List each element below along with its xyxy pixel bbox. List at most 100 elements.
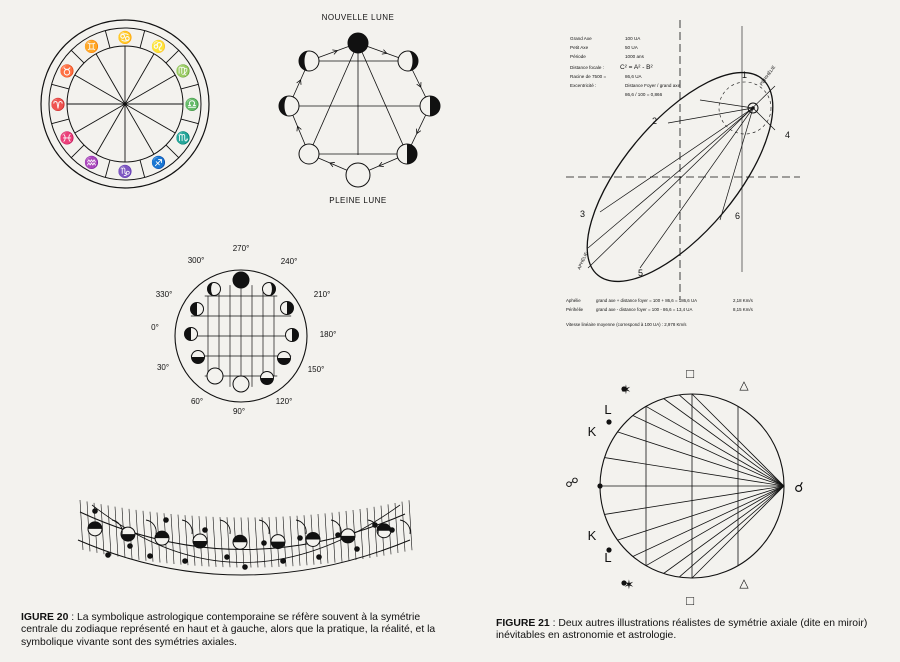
orbit-point-label: 1 bbox=[742, 70, 747, 80]
zodiac-band-divider bbox=[165, 144, 180, 159]
zodiac-band-divider bbox=[180, 83, 199, 90]
zodiac-sign: ♒ bbox=[84, 156, 99, 170]
orbit-table-name: Périhélie bbox=[566, 307, 584, 312]
moon-full bbox=[298, 143, 320, 165]
arc-tick bbox=[296, 515, 301, 566]
arc-half-ring bbox=[181, 519, 193, 535]
aspect-line bbox=[663, 485, 785, 574]
moon-cycle-arrow bbox=[329, 162, 335, 168]
arc-half-ring bbox=[258, 519, 270, 535]
moon-phase-icon bbox=[192, 533, 208, 549]
moon-phase-icon bbox=[340, 528, 356, 544]
orbit-table-speed: 8,15 Km/s bbox=[733, 307, 754, 312]
trine-symbol-bottom: △ bbox=[739, 576, 749, 590]
orbit-param-value: 1000 ans bbox=[625, 54, 645, 59]
orbit-radius bbox=[667, 107, 754, 124]
moon-phase-icon bbox=[298, 50, 320, 72]
arc-tick bbox=[226, 517, 231, 568]
orbit-param-value: Distance Foyer / grand axe bbox=[625, 83, 681, 88]
zodiac-band-divider bbox=[104, 30, 111, 49]
moon-phase-icon bbox=[232, 375, 250, 393]
aspect-line bbox=[663, 398, 785, 487]
moon-phase-icon bbox=[397, 50, 419, 72]
zodiac-outer-ring bbox=[40, 19, 210, 189]
moon-new bbox=[232, 271, 250, 289]
zodiac-band-divider bbox=[104, 159, 111, 178]
orbit-table-speed: 2,18 Km/s bbox=[733, 298, 754, 303]
aspect-point bbox=[606, 547, 612, 553]
arc-dot bbox=[224, 554, 230, 560]
moon-shadow bbox=[233, 535, 247, 543]
zodiac-band-outer bbox=[48, 27, 202, 181]
orbit-mean-speed: Vitesse linéaire moyenne (correspond à 1… bbox=[566, 322, 687, 327]
aspect-symbol: ☍ bbox=[565, 475, 578, 490]
new-moon-label: NOUVELLE LUNE bbox=[322, 13, 395, 22]
arc-dot bbox=[202, 527, 208, 533]
arc-tick bbox=[338, 511, 343, 562]
orbit-table-formula: grand axe - distance foyer = 100 - 86,6 … bbox=[596, 307, 692, 312]
arc-tick bbox=[219, 517, 224, 568]
degree-label: 30° bbox=[157, 363, 169, 372]
arc-tick bbox=[289, 516, 294, 567]
degree-label: 120° bbox=[276, 397, 293, 406]
aspect-point bbox=[597, 483, 603, 489]
degree-wheel-circle bbox=[174, 269, 308, 403]
aspect-line bbox=[604, 485, 785, 515]
moon-cycle-arrow bbox=[296, 79, 302, 85]
arc-tick bbox=[408, 500, 413, 551]
orbit-radius bbox=[719, 107, 754, 221]
orbit-radius bbox=[599, 107, 754, 213]
orbit-radius bbox=[639, 107, 754, 269]
moon-phase-icon bbox=[87, 521, 103, 537]
aspect-symbol: L bbox=[604, 402, 611, 417]
arc-dot bbox=[127, 543, 133, 549]
moon-full bbox=[232, 375, 250, 393]
arc-tick bbox=[107, 505, 112, 556]
zodiac-sign: ♌ bbox=[151, 39, 166, 53]
arc-dot bbox=[280, 558, 286, 564]
moon-phase-icon bbox=[278, 95, 300, 117]
full-moon-label: PLEINE LUNE bbox=[329, 196, 387, 205]
arc-tick bbox=[366, 507, 371, 558]
aspect-line bbox=[645, 485, 785, 567]
degree-moon-wheel: 270°240°210°180°150°120°90°60°30°0°330°3… bbox=[151, 244, 336, 416]
moon-shadow bbox=[341, 535, 355, 543]
orbit-param-label: Grand Axe bbox=[570, 36, 592, 41]
degree-label: 270° bbox=[233, 244, 250, 253]
figure-21-label: FIGURE 21 bbox=[496, 618, 550, 629]
zodiac-band-divider bbox=[139, 159, 146, 178]
zodiac-sign: ♎ bbox=[185, 98, 200, 112]
orbit-param-label: Excentricité : bbox=[570, 83, 596, 88]
moon-cycle-arrow bbox=[381, 49, 388, 55]
zodiac-sign: ♉ bbox=[59, 64, 74, 78]
orbit-table-formula: grand axe + distance foyer = 100 + 86,6 … bbox=[596, 298, 697, 303]
arc-dot bbox=[389, 527, 395, 533]
aspect-point bbox=[621, 386, 627, 392]
arc-dot bbox=[242, 564, 248, 570]
moon-shadow bbox=[277, 358, 291, 365]
orbit-point-label: 2 bbox=[652, 116, 657, 126]
arc-tick bbox=[79, 499, 84, 551]
aphelion-label: APHÉLIE bbox=[575, 251, 588, 271]
arc-half-ring bbox=[111, 519, 123, 535]
moon-phase-icon bbox=[206, 367, 224, 385]
moon-shadow bbox=[155, 531, 170, 539]
zodiac-sign: ♑ bbox=[118, 165, 133, 179]
degree-label: 330° bbox=[156, 290, 173, 299]
orbit-param-label: Racine de 7500 = bbox=[570, 74, 606, 79]
conjunction-symbol: ☌ bbox=[794, 479, 803, 495]
arc-dot bbox=[147, 553, 153, 559]
aspect-line bbox=[678, 394, 785, 487]
orbit-radius bbox=[752, 107, 776, 131]
moon-shadow bbox=[408, 51, 418, 71]
moon-phase-icon bbox=[184, 327, 198, 341]
arc-dot bbox=[354, 546, 360, 552]
moon-phase-icon bbox=[345, 162, 371, 188]
orbit-radius bbox=[587, 107, 754, 249]
moon-shadow bbox=[269, 282, 276, 296]
moon-phase-icon bbox=[154, 530, 170, 546]
zodiac-band-divider bbox=[180, 118, 199, 125]
degree-label: 210° bbox=[314, 290, 331, 299]
arc-tick bbox=[205, 516, 210, 567]
